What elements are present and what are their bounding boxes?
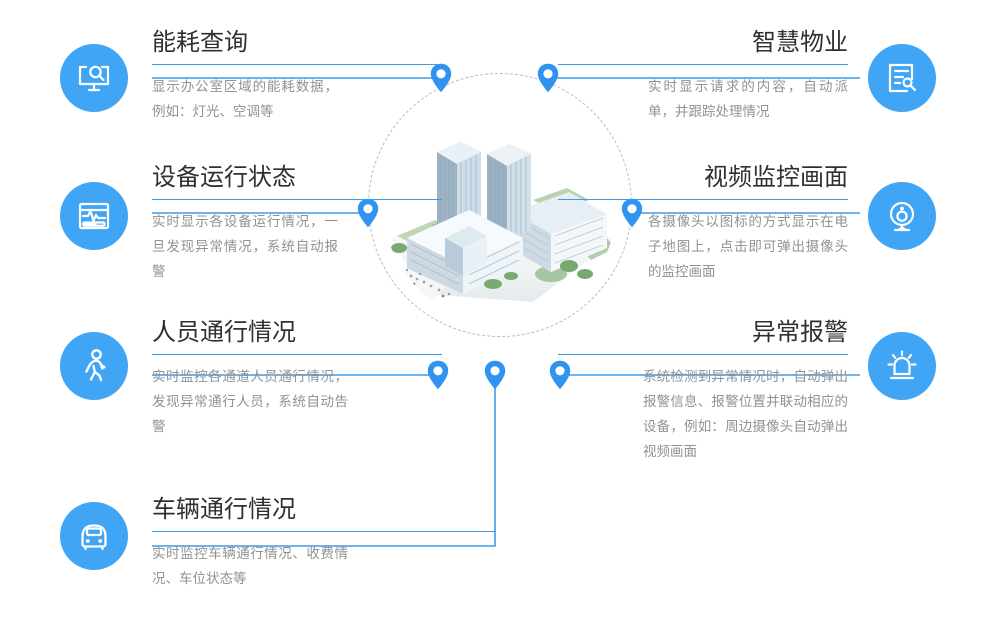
map-pin-energy[interactable] [430, 63, 452, 93]
siren-icon[interactable] [868, 332, 936, 400]
feature-title: 车辆通行情况 [152, 496, 296, 523]
webcam-icon[interactable] [868, 182, 936, 250]
pedestrian-icon[interactable] [60, 332, 128, 400]
feature-card-video: 视频监控画面 各摄像头以图标的方式显示在电子地图上，点击即可弹出摄像头的监控画面 [558, 163, 848, 284]
feature-card-people: 人员通行情况 实时监控各通道人员通行情况，发现异常通行人员，系统自动告警 [152, 318, 442, 439]
feature-title: 视频监控画面 [704, 164, 848, 191]
monitor-search-icon[interactable] [60, 44, 128, 112]
divider [152, 64, 442, 65]
feature-card-property: 智慧物业 实时显示请求的内容，自动派单，并跟踪处理情况 [558, 28, 848, 124]
divider [152, 354, 442, 355]
map-pin-alarm[interactable] [549, 360, 571, 390]
device-monitor-icon[interactable] [60, 182, 128, 250]
feature-description: 显示办公室区域的能耗数据，例如：灯光、空调等 [152, 79, 338, 119]
feature-card-alarm: 异常报警 系统检测到异常情况时，自动弹出报警信息、报警位置并联动相应的设备，例如… [558, 318, 848, 464]
feature-description: 实时显示请求的内容，自动派单，并跟踪处理情况 [648, 79, 848, 119]
feature-description: 实时监控车辆通行情况、收费情况、车位状态等 [152, 546, 348, 586]
feature-card-energy: 能耗查询 显示办公室区域的能耗数据，例如：灯光、空调等 [152, 28, 442, 124]
feature-title: 设备运行状态 [152, 164, 296, 191]
divider [558, 199, 848, 200]
feature-title: 智慧物业 [752, 29, 848, 56]
car-icon[interactable] [60, 502, 128, 570]
divider [152, 199, 442, 200]
feature-title: 人员通行情况 [152, 319, 296, 346]
divider [558, 354, 848, 355]
center-building-photo [383, 88, 617, 322]
feature-card-device: 设备运行状态 实时显示各设备运行情况，一旦发现异常情况，系统自动报警 [152, 163, 442, 284]
divider [558, 64, 848, 65]
map-pin-property[interactable] [537, 63, 559, 93]
feature-title: 能耗查询 [152, 29, 248, 56]
map-pin-video[interactable] [621, 198, 643, 228]
feature-card-vehicle: 车辆通行情况 实时监控车辆通行情况、收费情况、车位状态等 [152, 495, 495, 591]
feature-description: 实时监控各通道人员通行情况，发现异常通行人员，系统自动告警 [152, 369, 348, 434]
feature-description: 各摄像头以图标的方式显示在电子地图上，点击即可弹出摄像头的监控画面 [648, 214, 848, 279]
map-pin-vehicle[interactable] [484, 360, 506, 390]
feature-description: 实时显示各设备运行情况，一旦发现异常情况，系统自动报警 [152, 214, 338, 279]
map-pin-device[interactable] [357, 198, 379, 228]
feature-description: 系统检测到异常情况时，自动弹出报警信息、报警位置并联动相应的设备，例如：周边摄像… [643, 369, 848, 459]
feature-title: 异常报警 [752, 319, 848, 346]
map-pin-people[interactable] [427, 360, 449, 390]
divider [152, 531, 495, 532]
document-wrench-icon[interactable] [868, 44, 936, 112]
